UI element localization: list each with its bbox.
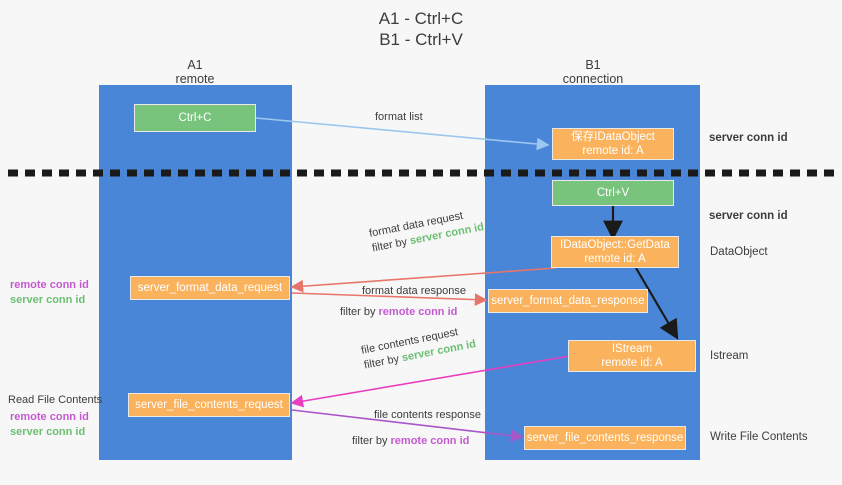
node-server-format-data-response[interactable]: server_format_data_response (488, 289, 648, 313)
filter-prefix-2: filter by (340, 306, 379, 318)
node-server-format-data-request-label: server_format_data_request (137, 282, 283, 294)
node-ctrl-v-label: Ctrl+V (596, 187, 630, 199)
edge-label-file-contents-response-text: file contents response (374, 409, 482, 421)
node-server-file-contents-response-label: server_file_contents_response (526, 432, 684, 444)
edge-label-format-list: format list (375, 111, 423, 123)
title-line-2: B1 - Ctrl+V (379, 30, 463, 49)
edge-label-format-data-response: format data response (362, 284, 466, 299)
left-label-read-file-contents: Read File Contents (8, 394, 103, 406)
right-label-istream: Istream (710, 350, 749, 362)
node-save-idataobject[interactable]: 保存IDataObject remote id: A (552, 128, 674, 160)
page-title: A1 - Ctrl+C B1 - Ctrl+V (0, 8, 842, 50)
left-label-conn-ids-top: remote conn id server conn id (10, 278, 89, 308)
node-save-idataobject-label: 保存IDataObject (571, 131, 655, 143)
node-server-file-contents-response[interactable]: server_file_contents_response (524, 426, 686, 450)
node-save-idataobject-sub: remote id: A (582, 145, 644, 157)
edge-label-file-contents-response: file contents response (374, 408, 481, 423)
left-remote-conn-id-1: remote conn id (10, 279, 89, 291)
edge-getdata-to-istream (635, 267, 679, 340)
edge-file-contents-response (291, 409, 524, 443)
filter-key-remote-conn-2: remote conn id (390, 435, 470, 447)
edge-format-data-request (290, 267, 557, 293)
column-b1-name: B1 (585, 58, 601, 72)
column-a1-name: A1 (187, 58, 203, 72)
node-ctrl-v[interactable]: Ctrl+V (552, 180, 674, 206)
left-server-conn-id-2: server conn id (10, 426, 86, 438)
edge-format-data-response (291, 292, 488, 306)
left-label-conn-ids-bottom: remote conn id server conn id (10, 410, 89, 440)
column-header-b1: B1 connection (493, 58, 693, 86)
edge-format-list (255, 117, 550, 151)
right-label-server-conn-id-second: server conn id (709, 210, 788, 222)
title-line-1: A1 - Ctrl+C (378, 9, 464, 28)
filter-key-remote-conn-1: remote conn id (378, 306, 458, 318)
edge-file-contents-request (290, 355, 571, 408)
column-b1-sub: connection (562, 72, 624, 86)
node-istream-sub: remote id: A (601, 357, 663, 369)
left-remote-conn-id-2: remote conn id (10, 411, 89, 423)
node-server-format-data-response-label: server_format_data_response (491, 295, 645, 307)
right-label-dataobject: DataObject (710, 246, 768, 258)
node-getdata[interactable]: IDataObject::GetData remote id: A (551, 236, 679, 268)
right-label-server-conn-id-top: server conn id (709, 132, 788, 144)
left-server-conn-id-1: server conn id (10, 294, 86, 306)
node-ctrl-c-label: Ctrl+C (178, 112, 212, 124)
node-istream-label: IStream (611, 343, 653, 355)
node-server-format-data-request[interactable]: server_format_data_request (130, 276, 290, 300)
column-a1-sub: remote (175, 72, 215, 86)
node-getdata-sub: remote id: A (584, 253, 646, 265)
node-getdata-label: IDataObject::GetData (560, 239, 670, 251)
edge-label-format-data-response-text: format data response (362, 285, 466, 297)
edge-label-format-data-response-filter: filter by remote conn id (340, 305, 457, 320)
filter-prefix-4: filter by (352, 435, 391, 447)
edge-label-file-contents-response-filter: filter by remote conn id (352, 434, 469, 449)
node-server-file-contents-request[interactable]: server_file_contents_request (128, 393, 290, 417)
right-label-write-file-contents: Write File Contents (710, 431, 808, 443)
node-ctrl-c[interactable]: Ctrl+C (134, 104, 256, 132)
node-server-file-contents-request-label: server_file_contents_request (135, 399, 283, 411)
node-istream[interactable]: IStream remote id: A (568, 340, 696, 372)
column-header-a1: A1 remote (95, 58, 295, 86)
